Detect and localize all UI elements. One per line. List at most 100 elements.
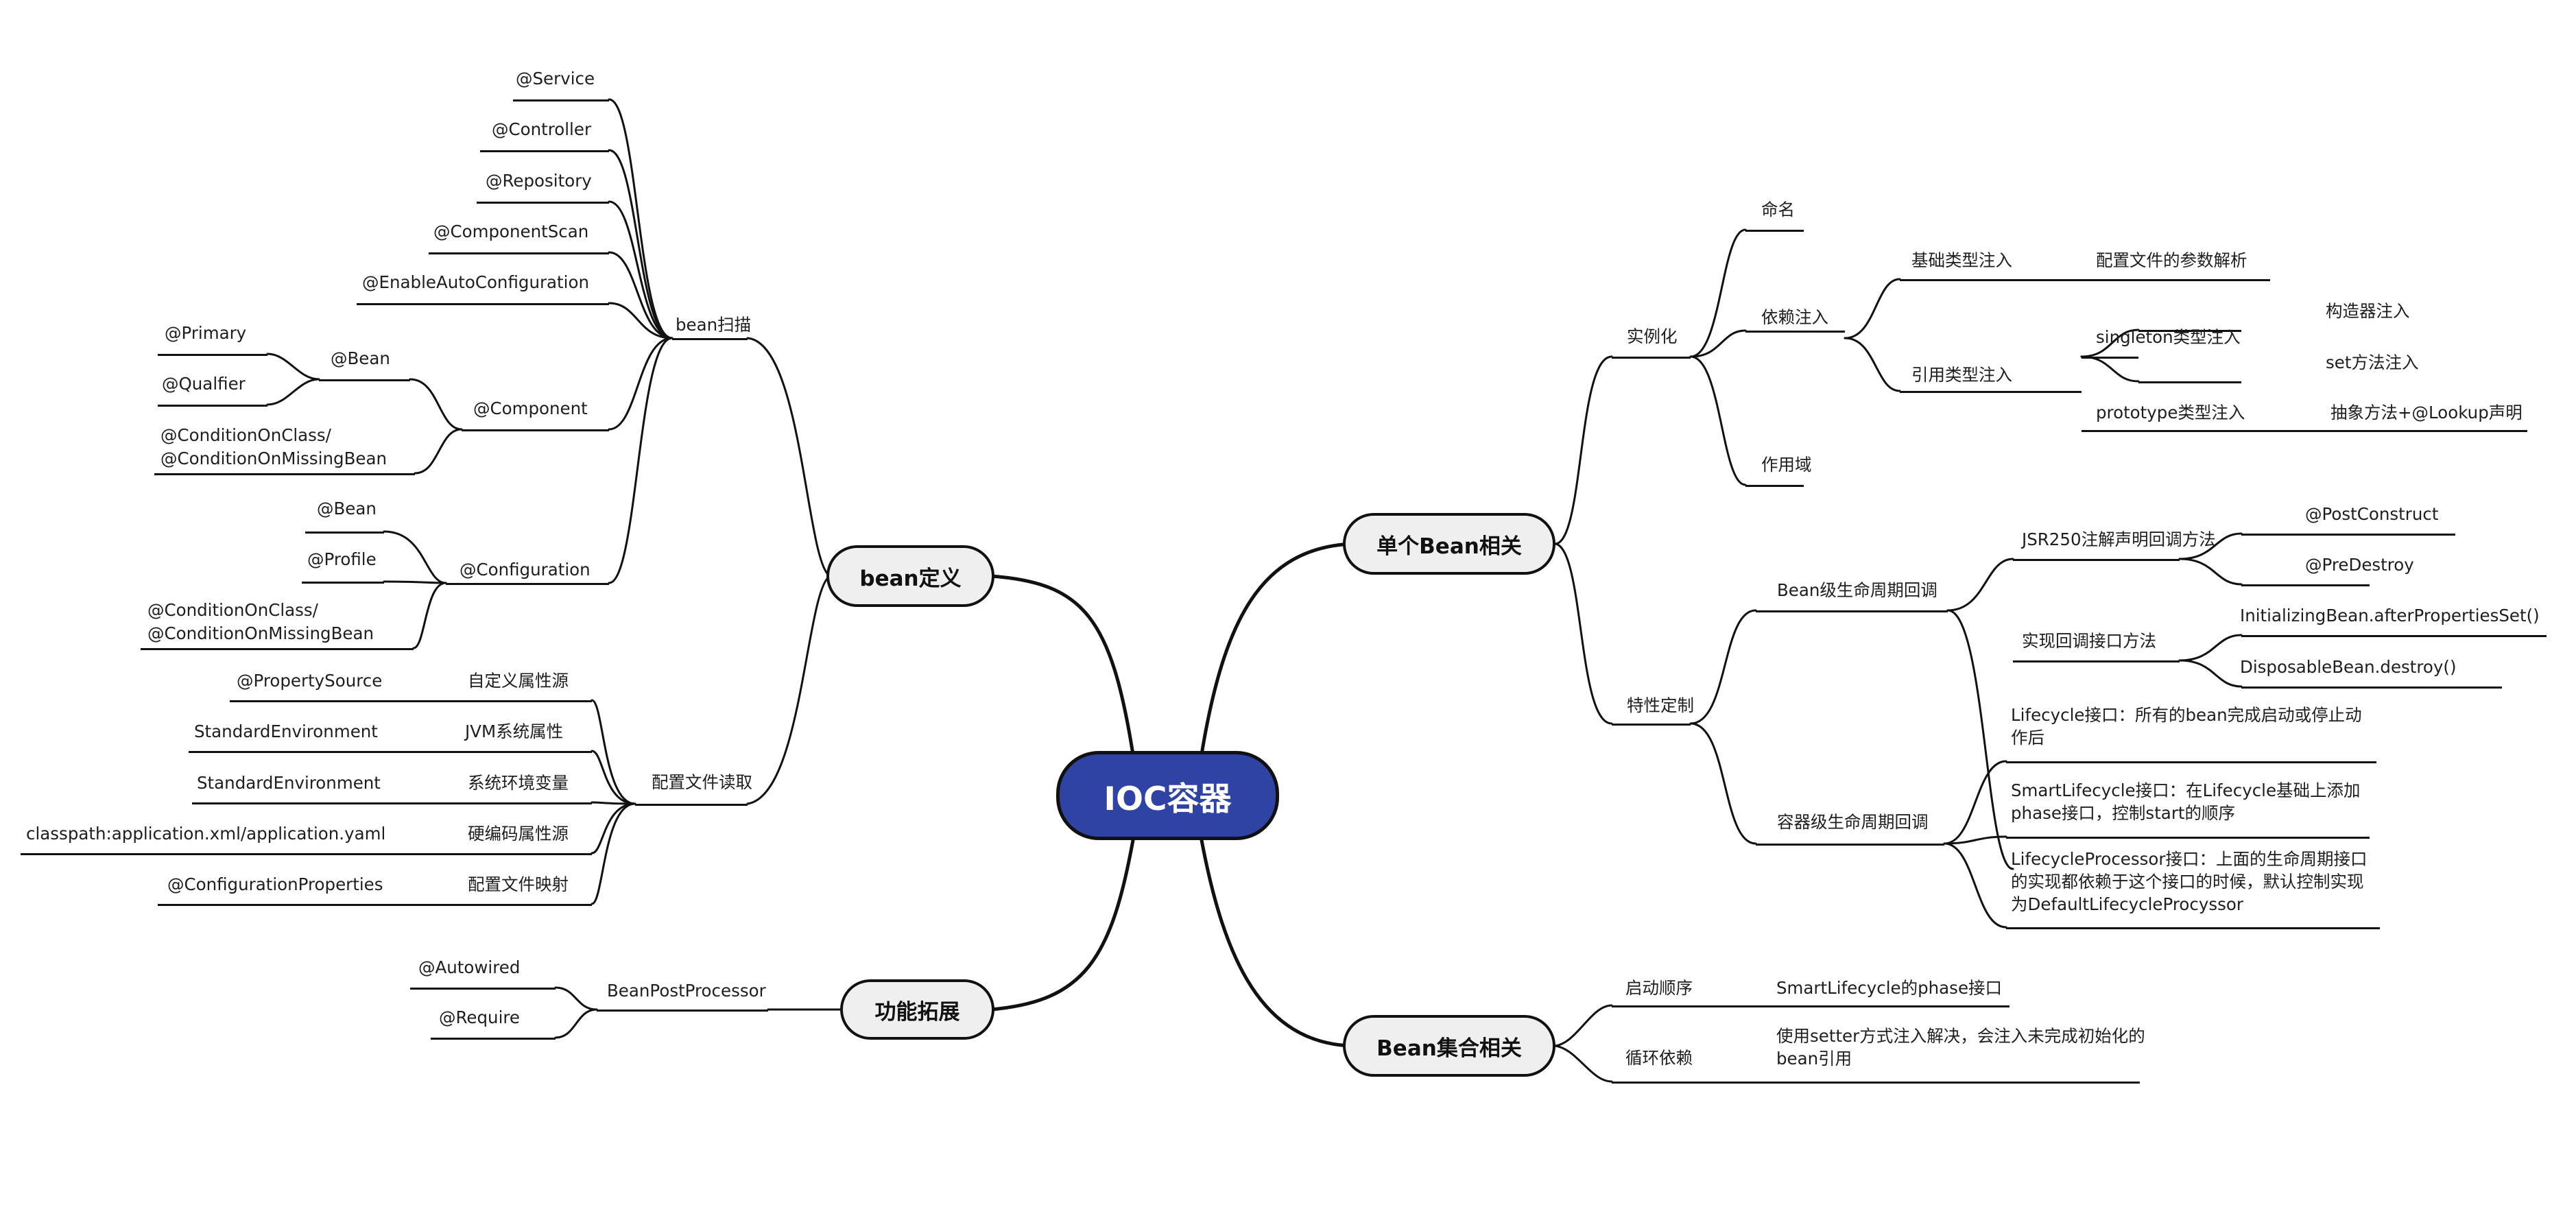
node-enable-auto-config[interactable]: @EnableAutoConfiguration [362,272,589,292]
underline [446,583,609,585]
node-param-parse[interactable]: 配置文件的参数解析 [2096,250,2247,270]
node-smart-lifecycle[interactable]: SmartLifecycle接口：在Lifecycle基础上添加phase接口，… [2011,780,2361,823]
underline [1745,331,1845,333]
node-prototype[interactable]: prototype类型注入 [2096,403,2245,422]
connector [2178,532,2243,560]
node-lifecycle-processor[interactable]: LifecycleProcessor接口：上面的生命周期接口的实现都依赖于这个接… [2011,849,2368,914]
connector [1943,835,2007,845]
node-file-mapping[interactable]: 配置文件映射 [468,874,569,894]
node-container-lifecycle[interactable]: 容器级生命周期回调 [1777,812,1929,832]
node-autowired[interactable]: @Autowired [418,957,521,977]
node-setter-injection[interactable]: set方法注入 [2326,353,2419,372]
root-node[interactable]: IOC容器 [1056,751,1279,840]
underline [2241,635,2547,637]
node-component-scan[interactable]: @ComponentScan [433,222,589,241]
node-scope[interactable]: 作用域 [1761,455,1812,475]
node-bean-post-processor[interactable]: BeanPostProcessor [607,981,766,1001]
node-require[interactable]: @Require [439,1007,520,1027]
node-classpath[interactable]: classpath:application.xml/application.ya… [26,824,386,844]
underline [305,532,384,534]
underline [1900,391,2082,393]
underline [158,354,267,356]
connector [2080,329,2140,358]
node-pre-destroy[interactable]: @PreDestroy [2305,555,2414,575]
node-component[interactable]: @Component [473,398,588,418]
node-config-condition[interactable]: @ConditionOnClass/ @ConditionOnMissingBe… [147,600,374,643]
node-setter-resolve[interactable]: 使用setter方式注入解决，会注入未完成初始化的bean引用 [1776,1026,2145,1068]
underline [1612,1005,1749,1007]
connector [2178,558,2243,586]
connector [608,149,673,339]
node-sys-env[interactable]: 系统环境变量 [468,773,569,793]
connector [1554,355,1613,545]
node-custom-source[interactable]: 自定义属性源 [468,671,569,691]
node-primary[interactable]: @Primary [165,323,247,343]
underline [597,1010,768,1012]
node-instantiation[interactable]: 实例化 [1627,326,1678,346]
underline [1749,1082,2140,1084]
node-config-read[interactable]: 配置文件读取 [652,772,752,792]
node-bean[interactable]: @Bean [331,348,390,368]
branch-extension[interactable]: 功能拓展 [840,979,994,1040]
node-di[interactable]: 依赖注入 [1761,307,1828,327]
node-lookup[interactable]: 抽象方法+@Lookup声明 [2330,403,2523,422]
node-hardcoded[interactable]: 硬编码属性源 [468,824,569,844]
node-constructor-injection[interactable]: 构造器注入 [2326,301,2410,321]
node-configuration[interactable]: @Configuration [460,560,591,580]
node-ref-injection[interactable]: 引用类型注入 [1911,365,2012,385]
connector [2178,634,2243,662]
connector [2080,355,2140,383]
underline [2006,927,2380,929]
node-property-source[interactable]: @PropertySource [237,671,383,691]
node-singleton[interactable]: singleton类型注入 [2096,327,2241,347]
underline [1745,230,1804,232]
node-bean-scan[interactable]: bean扫描 [676,315,752,335]
connector [554,986,598,1011]
node-startup-order[interactable]: 启动顺序 [1625,978,1693,998]
node-std-env-1[interactable]: StandardEnvironment [194,721,378,741]
node-qualfier[interactable]: @Qualfier [162,374,246,394]
branch-bean-collection[interactable]: Bean集合相关 [1343,1015,1555,1077]
node-after-properties-set[interactable]: InitializingBean.afterPropertiesSet() [2240,606,2540,625]
underline [192,802,592,804]
connector [591,801,636,805]
branch-bean-definition[interactable]: bean定义 [826,545,994,607]
connector [746,575,831,805]
underline [357,303,609,305]
connector [1554,1044,1613,1083]
connector [746,337,831,577]
node-naming[interactable]: 命名 [1761,200,1795,219]
node-controller[interactable]: @Controller [492,119,592,139]
node-jsr250[interactable]: JSR250注解声明回调方法 [2022,529,2216,549]
node-jvm-props[interactable]: JVM系统属性 [465,721,564,741]
node-customization[interactable]: 特性定制 [1627,695,1694,715]
underline [410,988,556,990]
node-config-properties[interactable]: @ConfigurationProperties [167,874,383,894]
node-smart-lifecycle-phase[interactable]: SmartLifecycle的phase接口 [1776,978,2003,998]
connector [1689,329,1747,358]
node-bean-lifecycle[interactable]: Bean级生命周期回调 [1777,580,1937,600]
underline [2013,660,2180,662]
connector [1200,838,1353,1048]
connector [2178,659,2243,688]
node-callback-iface[interactable]: 实现回调接口方法 [2022,631,2156,651]
connector [1689,722,1757,845]
node-post-construct[interactable]: @PostConstruct [2305,504,2439,524]
connector [608,337,673,431]
node-std-env-2[interactable]: StandardEnvironment [197,773,381,793]
node-basic-injection[interactable]: 基础类型注入 [1911,250,2012,270]
node-lifecycle-iface[interactable]: Lifecycle接口：所有的bean完成启动或停止动作后 [2011,705,2362,748]
connector [1689,228,1747,358]
connector [1943,760,2007,845]
node-config-bean[interactable]: @Bean [317,499,377,518]
node-circular-dependency[interactable]: 循环依赖 [1625,1048,1693,1068]
node-service[interactable]: @Service [516,69,595,88]
node-destroy[interactable]: DisposableBean.destroy() [2240,657,2457,677]
node-repository[interactable]: @Repository [486,171,592,191]
branch-single-bean[interactable]: 单个Bean相关 [1343,513,1555,575]
connector [1689,609,1757,725]
underline [1612,357,1691,359]
node-profile[interactable]: @Profile [307,549,377,569]
node-condition[interactable]: @ConditionOnClass/ @ConditionOnMissingBe… [160,425,387,468]
